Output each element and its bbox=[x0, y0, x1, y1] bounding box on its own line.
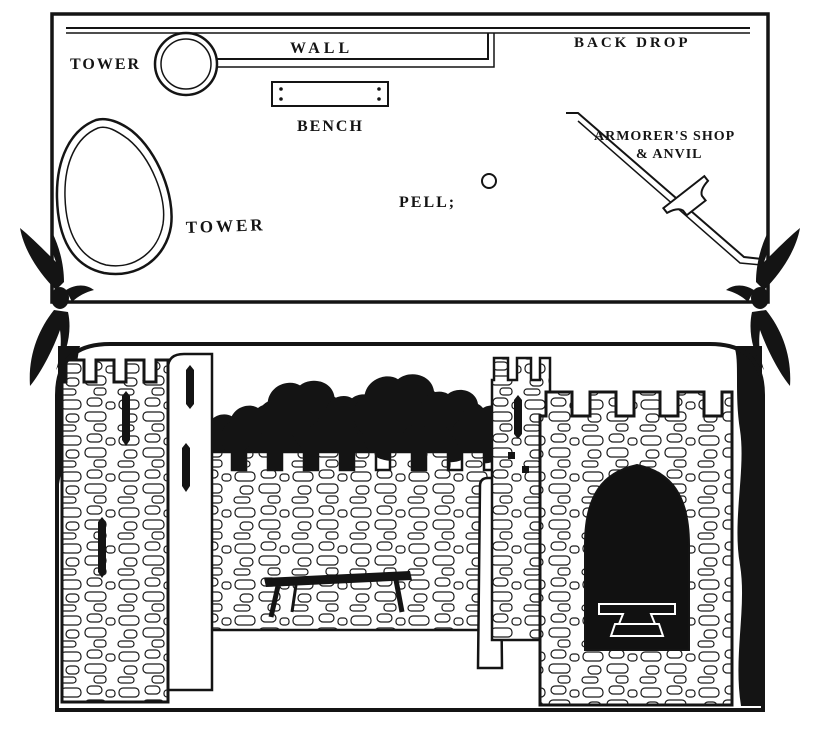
cylinder-tower bbox=[166, 352, 214, 692]
left-tower bbox=[60, 358, 170, 704]
arrow-slit-icon bbox=[122, 391, 130, 446]
label-armorers-shop-2: & ANVIL bbox=[636, 147, 703, 162]
wall-line-plan bbox=[216, 33, 495, 68]
plan-view: BACK DROP TOWER WALL BENCH TOWER bbox=[50, 12, 770, 304]
curtain-tie-right bbox=[726, 228, 800, 386]
label-bench: BENCH bbox=[297, 118, 364, 135]
label-wall: WALL bbox=[290, 40, 353, 57]
arrow-slit-icon bbox=[514, 395, 522, 439]
curtain-right bbox=[734, 346, 762, 706]
anvil-stage bbox=[598, 603, 676, 637]
mid-tower bbox=[490, 356, 552, 642]
stage-frame bbox=[55, 342, 765, 712]
pell-marker-plan bbox=[481, 173, 497, 189]
arrow-slit-icon bbox=[98, 517, 106, 578]
label-tower-left: TOWER bbox=[185, 215, 265, 237]
plan-border bbox=[50, 12, 770, 304]
bench-plan bbox=[271, 81, 389, 107]
anvil-plan bbox=[661, 174, 710, 217]
arrow-slit-icon bbox=[182, 443, 190, 492]
tower-plan-left bbox=[55, 117, 173, 276]
label-pell: PELL; bbox=[399, 194, 456, 211]
gate-tower bbox=[538, 390, 734, 707]
bench-stage bbox=[264, 571, 412, 618]
arrow-slit-icon bbox=[186, 365, 194, 409]
label-back-drop: BACK DROP bbox=[574, 35, 691, 51]
curtain-tie-left bbox=[20, 228, 94, 386]
label-tower-top: TOWER bbox=[70, 56, 141, 73]
tower-circle-plan bbox=[153, 31, 219, 97]
armorers-shop-area-plan bbox=[566, 112, 763, 266]
stage-view bbox=[55, 342, 765, 712]
courtyard-wall bbox=[204, 450, 498, 632]
label-armorers-shop-1: ARMORER'S SHOP bbox=[594, 129, 735, 144]
